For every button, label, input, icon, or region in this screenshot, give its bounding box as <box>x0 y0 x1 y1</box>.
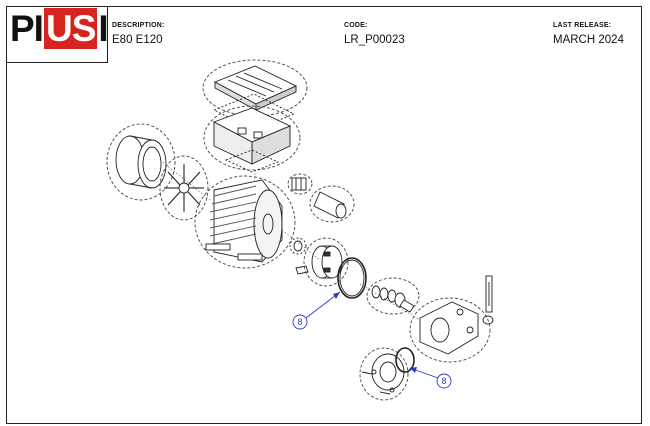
cooling-fan <box>159 155 209 221</box>
logo-box: PIUSI <box>7 7 109 63</box>
screws <box>361 371 391 395</box>
front-cover <box>359 347 409 401</box>
terminal-box-cover <box>202 59 308 117</box>
release-label: LAST RELEASE: <box>553 22 612 29</box>
fan-cover <box>106 123 176 201</box>
release-value: MARCH 2024 <box>553 34 624 46</box>
motor-body <box>194 175 296 269</box>
drawing-sheet: PIUSI <box>6 6 642 424</box>
code-label: CODE: <box>344 22 368 29</box>
callout-2: 8 <box>409 367 452 389</box>
terminal-box <box>203 105 301 171</box>
bypass-valve <box>482 275 494 325</box>
piusi-logo: PIUSI <box>10 8 109 49</box>
bearing <box>289 237 307 255</box>
callout-1: 8 <box>292 291 341 330</box>
assembly-axis-lines <box>159 159 421 321</box>
cover-o-ring <box>395 347 415 373</box>
seal-kit <box>366 277 420 315</box>
description-value: E80 E120 <box>112 34 163 46</box>
callout-2-label: 8 <box>441 376 446 386</box>
vane-rotor <box>303 237 349 287</box>
terminal-base-plate <box>224 149 280 173</box>
code-value: LR_P00023 <box>344 34 405 46</box>
o-ring <box>337 257 367 299</box>
pump-body <box>409 297 491 363</box>
cable-gland <box>287 173 313 195</box>
description-label: DESCRIPTION: <box>112 22 165 29</box>
callout-1-label: 8 <box>297 317 302 327</box>
capacitor <box>309 185 355 223</box>
